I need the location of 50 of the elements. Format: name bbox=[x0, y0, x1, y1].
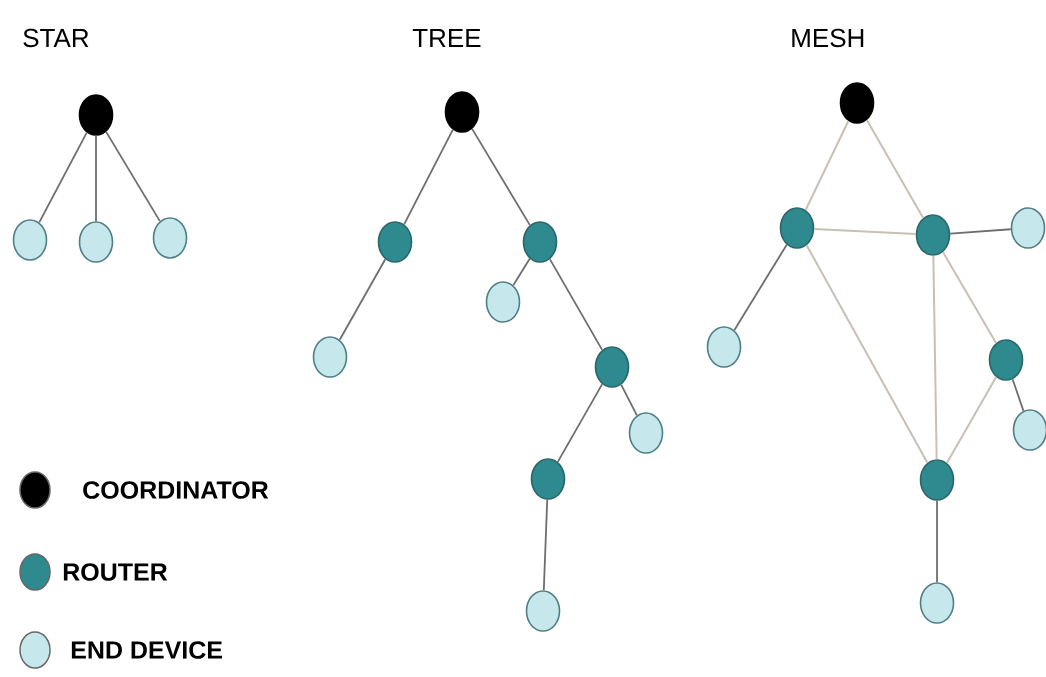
topology-title: MESH bbox=[792, 28, 864, 48]
connector-line bbox=[936, 499, 938, 584]
network-node bbox=[779, 207, 815, 249]
network-node bbox=[1012, 409, 1046, 451]
connector-line bbox=[865, 119, 925, 219]
network-node bbox=[525, 590, 561, 632]
network-node bbox=[1010, 207, 1046, 249]
connector-line bbox=[805, 244, 929, 464]
connector-line bbox=[945, 376, 998, 464]
connector-line bbox=[403, 128, 454, 226]
network-node bbox=[522, 221, 558, 263]
connector-line bbox=[620, 383, 638, 417]
connector-line bbox=[512, 257, 531, 287]
connector-line bbox=[733, 243, 788, 332]
connector-line bbox=[542, 498, 549, 592]
connector-line bbox=[471, 127, 531, 227]
connector-line bbox=[804, 120, 850, 211]
network-node bbox=[485, 281, 521, 323]
network-node bbox=[152, 217, 188, 259]
topology-title: TREE bbox=[412, 29, 481, 47]
network-node bbox=[312, 336, 348, 378]
network-node bbox=[988, 339, 1024, 381]
network-node bbox=[530, 458, 566, 500]
network-node bbox=[628, 412, 664, 454]
connector-line bbox=[949, 228, 1012, 235]
network-node bbox=[444, 91, 480, 133]
connector-line bbox=[338, 258, 387, 341]
network-node bbox=[919, 459, 955, 501]
legend-label: ROUTER bbox=[63, 563, 168, 581]
connector-line bbox=[1011, 378, 1025, 412]
legend-label: END DEVICE bbox=[71, 641, 222, 659]
connector-line bbox=[95, 134, 97, 223]
legend-label: COORDINATOR bbox=[83, 481, 269, 499]
network-node bbox=[915, 214, 951, 256]
connector-line bbox=[105, 130, 161, 223]
network-node bbox=[78, 221, 114, 263]
connector-line bbox=[548, 258, 604, 351]
network-node bbox=[12, 219, 48, 261]
network-node bbox=[594, 346, 630, 388]
network-node bbox=[919, 582, 955, 624]
network-node bbox=[706, 326, 742, 368]
network-node bbox=[78, 94, 114, 136]
network-node bbox=[839, 82, 875, 124]
connector-line bbox=[941, 251, 998, 344]
network-node bbox=[377, 221, 413, 263]
connector-line bbox=[813, 227, 917, 236]
topology-title: STAR bbox=[23, 28, 89, 48]
connector-line bbox=[556, 383, 604, 463]
connector-line bbox=[38, 131, 88, 224]
connector-line bbox=[932, 254, 938, 461]
